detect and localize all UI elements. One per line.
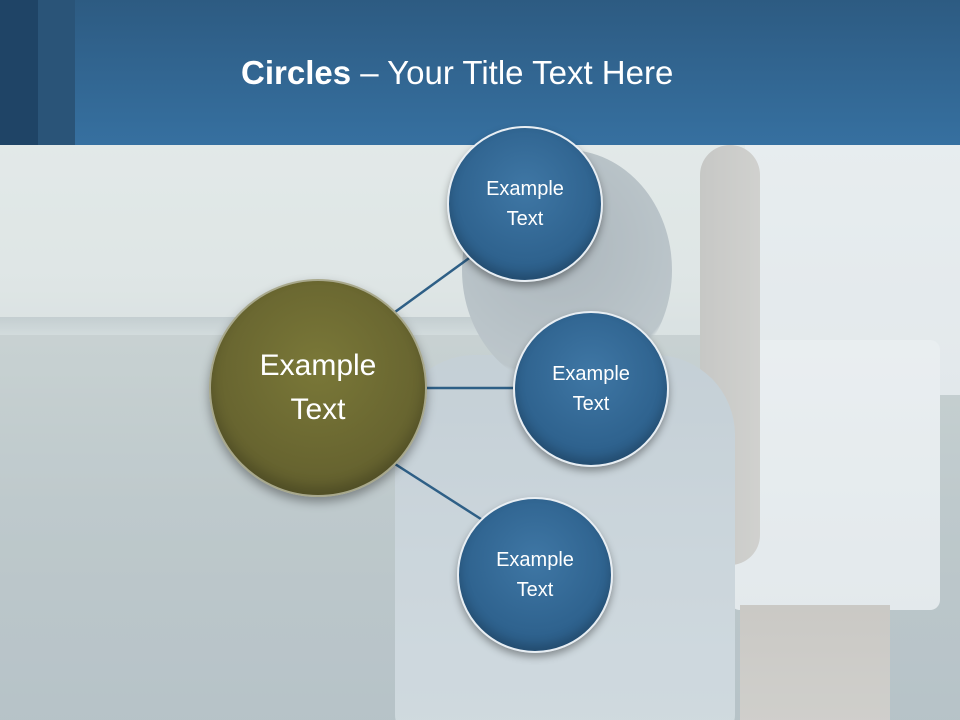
node-circle-middle[interactable]: Example Text	[513, 311, 669, 467]
header-band	[0, 0, 960, 145]
node-middle-line2: Text	[572, 393, 610, 415]
center-circle-line2: Text	[290, 393, 346, 426]
title-rest: – Your Title Text Here	[351, 54, 674, 91]
node-middle-line1: Example	[552, 363, 630, 385]
header-stripe-dark	[0, 0, 38, 145]
photo-adult-shorts	[730, 340, 940, 610]
node-top-line2: Text	[506, 208, 544, 230]
node-bottom-line2: Text	[516, 579, 554, 601]
node-top-line1: Example	[486, 178, 564, 200]
node-bottom-line1: Example	[496, 549, 574, 571]
center-circle[interactable]: Example Text	[209, 279, 427, 497]
connector-bottom	[394, 462, 485, 523]
connector-top	[394, 254, 473, 314]
node-circle-bottom[interactable]: Example Text	[457, 497, 613, 653]
photo-adult-legs	[740, 605, 890, 720]
center-circle-line1: Example	[259, 349, 377, 382]
title-bold: Circles	[241, 54, 352, 91]
header-stripe-mid	[38, 0, 75, 145]
slide-title: Circles – Your Title Text Here	[241, 54, 673, 92]
node-circle-top[interactable]: Example Text	[447, 126, 603, 282]
